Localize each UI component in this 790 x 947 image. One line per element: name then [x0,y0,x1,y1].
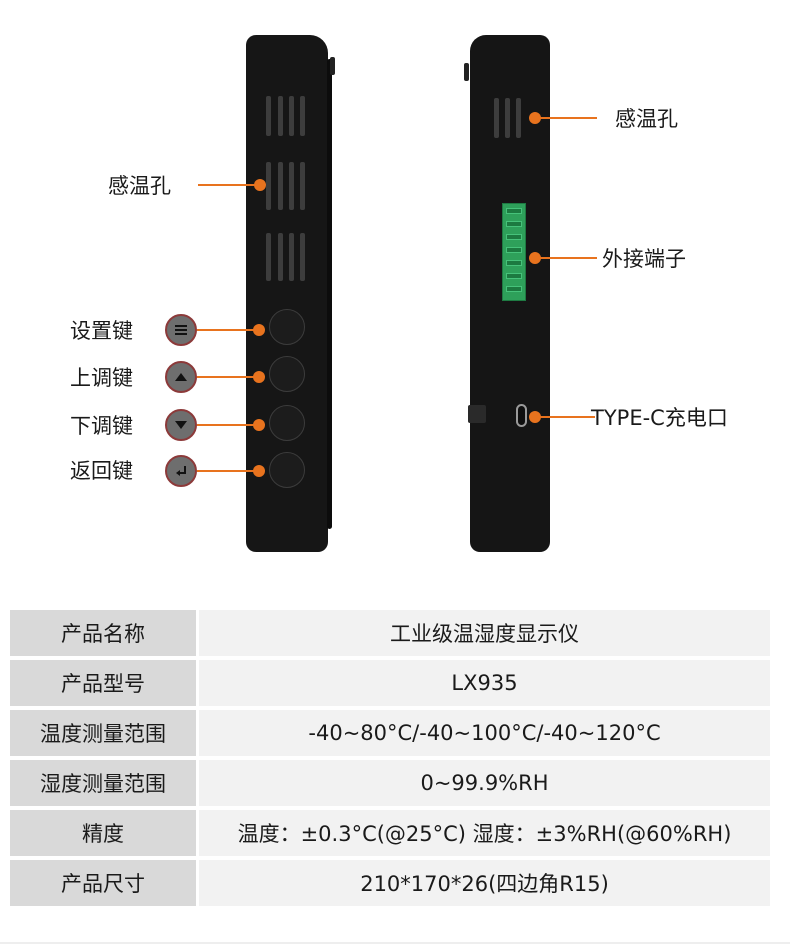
spec-key: 产品尺寸 [10,860,196,906]
down-key-callout-dot [253,419,265,431]
spec-value: LX935 [199,660,770,706]
spec-table: 产品名称 工业级温湿度显示仪 产品型号 LX935 温度测量范围 -40~80°… [10,610,770,910]
typec-label: TYPE-C充电口 [591,406,728,430]
set-key-callout-line [197,329,259,331]
usb-c-port-icon [516,404,527,427]
device-side-nub [330,57,335,75]
set-button[interactable] [269,309,305,345]
spec-value: 0~99.9%RH [199,760,770,806]
down-button[interactable] [269,405,305,441]
return-arrow-icon [165,455,197,487]
spec-value: 工业级温湿度显示仪 [199,610,770,656]
menu-icon [165,314,197,346]
spec-key: 温度测量范围 [10,710,196,756]
table-row: 产品尺寸 210*170*26(四边角R15) [10,860,770,906]
vent-callout-line-right [535,117,597,119]
vent-callout-line-left [198,184,260,186]
up-key-label: 上调键 [70,366,133,390]
triangle-up-icon [165,361,197,393]
up-key-callout-dot [253,371,265,383]
vent-label-left: 感温孔 [108,174,171,198]
back-key-callout-line [197,470,259,472]
table-row: 产品名称 工业级温湿度显示仪 [10,610,770,656]
spec-value: -40~80°C/-40~100°C/-40~120°C [199,710,770,756]
table-row: 精度 温度：±0.3°C(@25°C) 湿度：±3%RH(@60%RH) [10,810,770,856]
spec-value: 温度：±0.3°C(@25°C) 湿度：±3%RH(@60%RH) [199,810,770,856]
spec-key: 精度 [10,810,196,856]
table-row: 湿度测量范围 0~99.9%RH [10,760,770,806]
spec-key: 产品型号 [10,660,196,706]
spec-value: 210*170*26(四边角R15) [199,860,770,906]
down-key-callout-line [197,424,259,426]
down-key-label: 下调键 [70,414,133,438]
terminal-block [502,203,526,301]
triangle-down-icon [165,409,197,441]
up-button[interactable] [269,356,305,392]
terminal-label: 外接端子 [602,247,686,271]
set-key-callout-dot [253,324,265,336]
terminal-callout-line [535,257,597,259]
back-button[interactable] [269,452,305,488]
table-row: 产品型号 LX935 [10,660,770,706]
vent-callout-dot-left [254,179,266,191]
spec-key: 湿度测量范围 [10,760,196,806]
set-key-label: 设置键 [70,319,133,343]
device-edge [327,59,332,529]
typec-callout-line [535,416,595,418]
back-key-callout-dot [253,465,265,477]
vent-label-right: 感温孔 [615,107,678,131]
spec-key: 产品名称 [10,610,196,656]
device-side-nub-right [464,63,469,81]
back-key-label: 返回键 [70,459,133,483]
device-side-clip [468,405,486,423]
divider [0,942,790,944]
table-row: 温度测量范围 -40~80°C/-40~100°C/-40~120°C [10,710,770,756]
up-key-callout-line [197,376,259,378]
